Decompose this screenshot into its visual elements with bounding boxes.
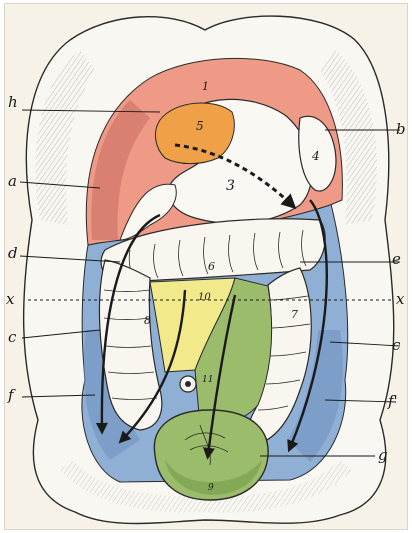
label-h: h	[8, 93, 18, 111]
label-e: e	[392, 250, 401, 268]
label-f-right: f'	[387, 392, 398, 410]
label-c-right: c	[392, 336, 401, 354]
region-5: 5	[196, 119, 204, 133]
region-4: 4	[311, 149, 320, 163]
region-7: 7	[291, 308, 298, 321]
region-11: 11	[202, 375, 213, 385]
region-9: 9	[208, 483, 214, 493]
label-a: a	[8, 172, 17, 190]
ovary-11-core	[185, 381, 191, 387]
label-f-left: f	[7, 386, 16, 404]
region-3: 3	[226, 178, 235, 194]
region-10: 10	[198, 292, 211, 303]
label-d: d	[8, 244, 18, 262]
region-8: 8	[144, 314, 151, 327]
label-x-right: x	[396, 290, 405, 308]
region-6: 6	[208, 260, 215, 273]
label-g: g	[378, 446, 388, 464]
label-x-left: x	[6, 290, 15, 308]
label-c-left: c	[8, 328, 17, 346]
label-b: b	[396, 120, 406, 138]
region-1: 1	[202, 80, 209, 93]
